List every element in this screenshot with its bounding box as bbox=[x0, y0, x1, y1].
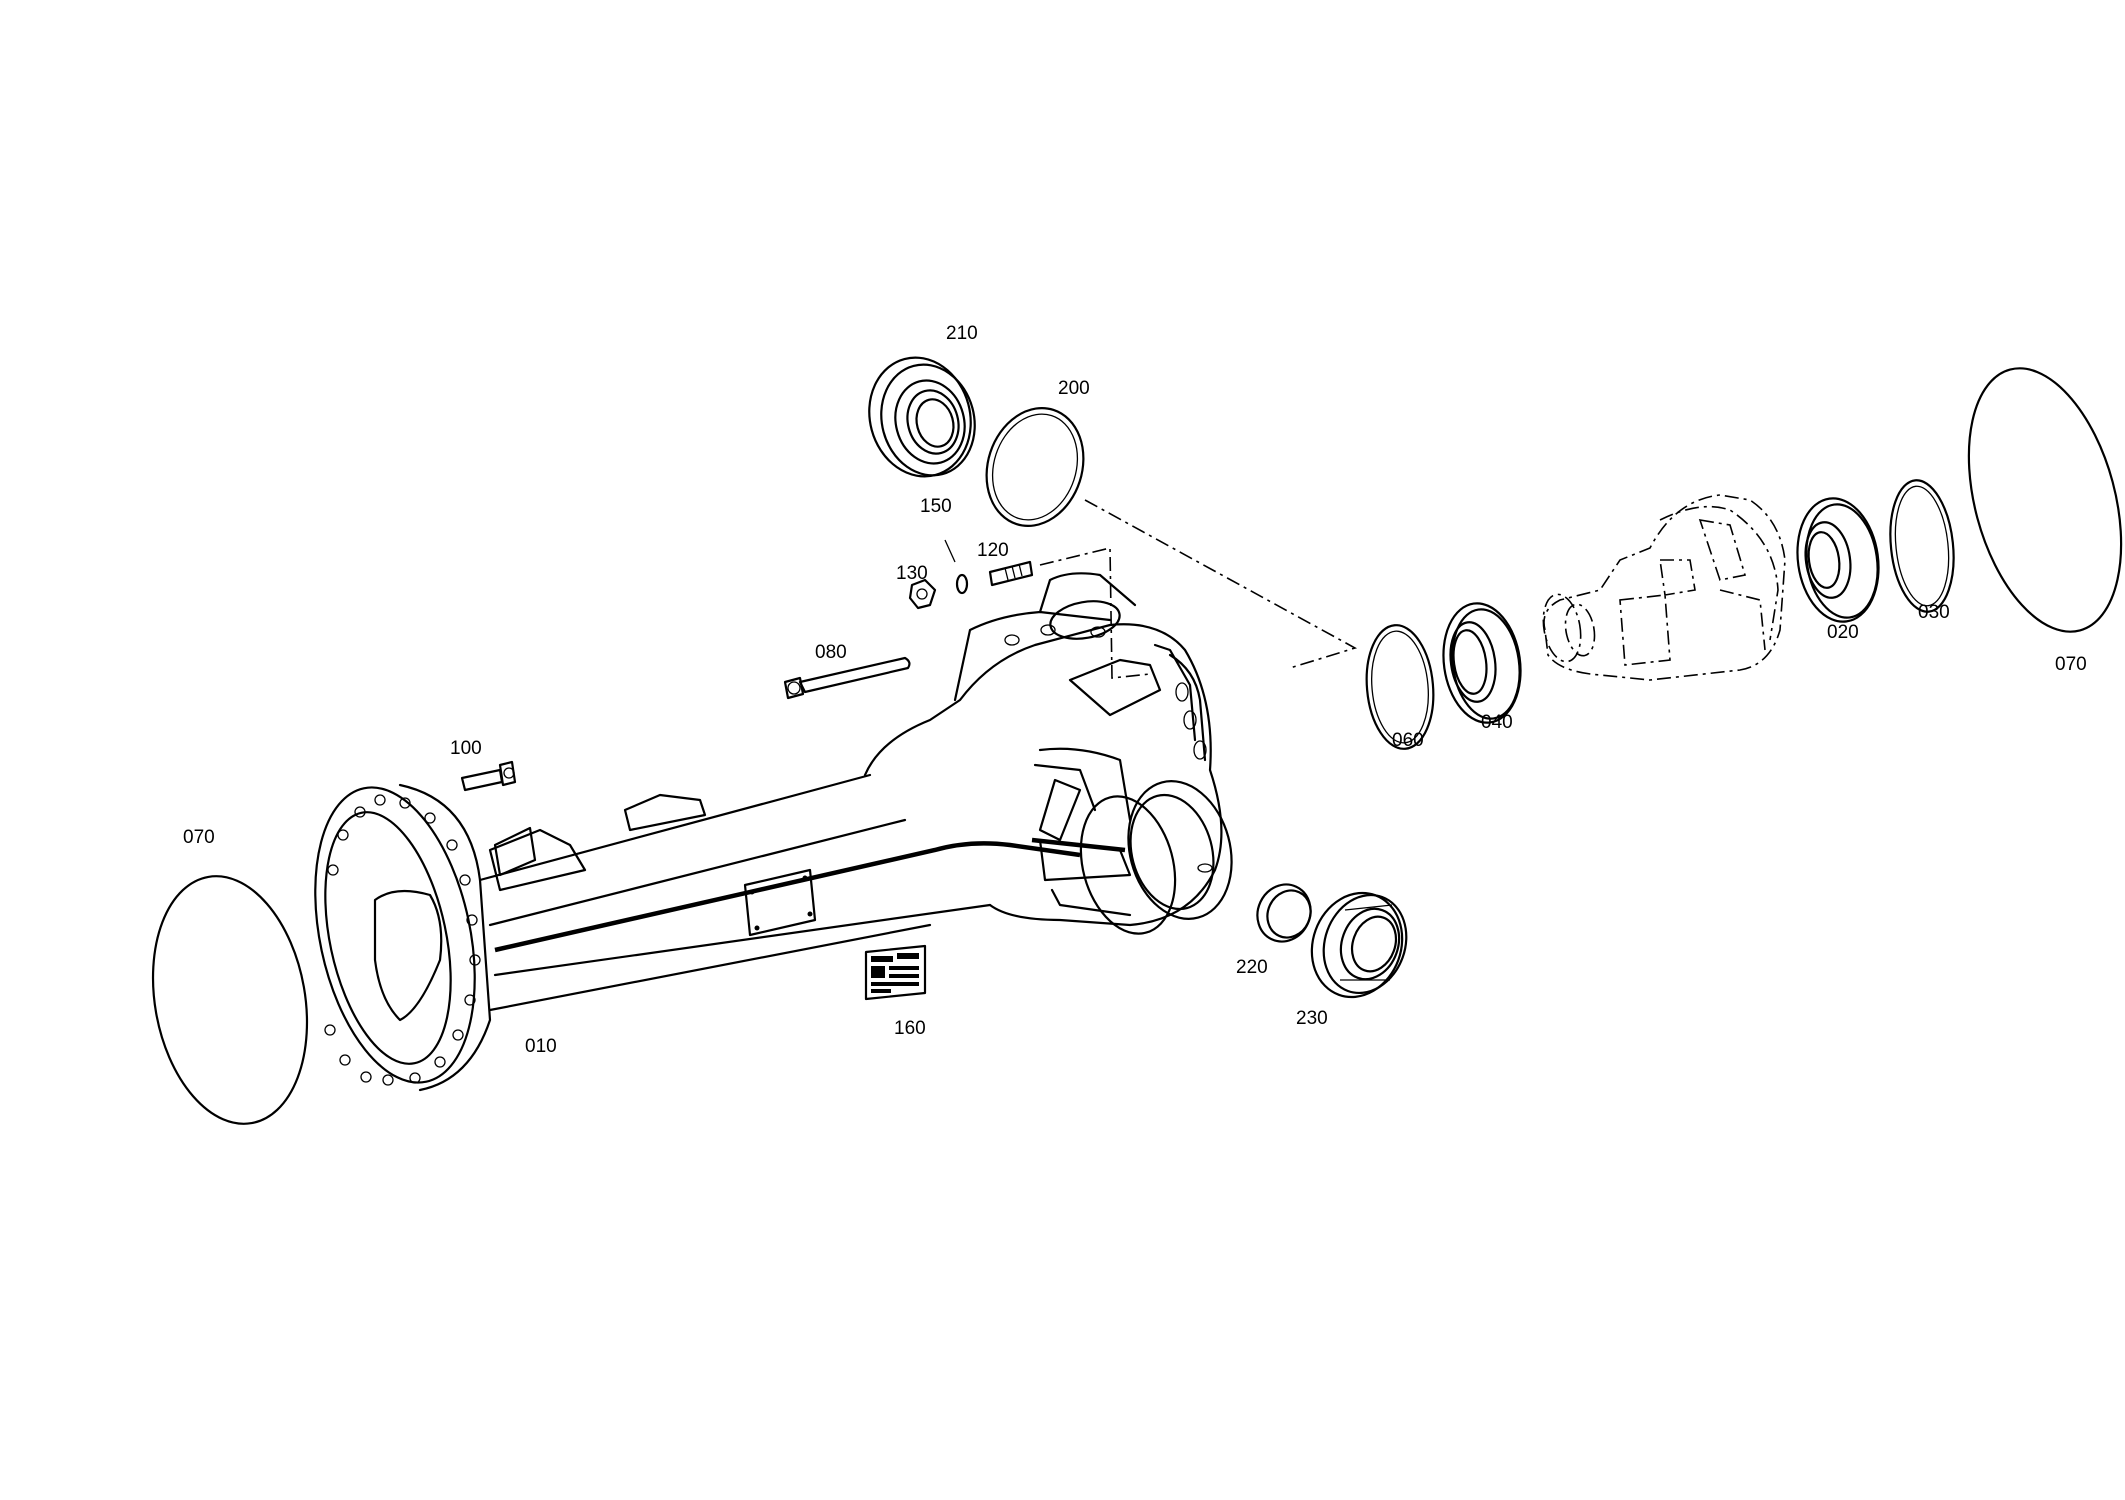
part-020-bearing bbox=[1796, 497, 1880, 623]
callout-230: 230 bbox=[1296, 1008, 1328, 1029]
part-070-left-oring bbox=[151, 875, 309, 1125]
callout-220: 220 bbox=[1236, 957, 1268, 978]
part-080-long-bolt bbox=[783, 656, 911, 700]
callout-040: 040 bbox=[1481, 712, 1513, 733]
callout-030: 030 bbox=[1918, 602, 1950, 623]
part-060-ring bbox=[1365, 624, 1435, 750]
callout-150: 150 bbox=[920, 496, 952, 517]
callout-060: 060 bbox=[1392, 730, 1424, 751]
part-010-axle-housing bbox=[314, 572, 1233, 1092]
part-130-nut bbox=[908, 578, 937, 610]
callout-200: 200 bbox=[1058, 378, 1090, 399]
callout-080: 080 bbox=[815, 642, 847, 663]
part-120-stud bbox=[988, 560, 1034, 587]
callout-130: 130 bbox=[896, 563, 928, 584]
part-030-ring bbox=[1889, 479, 1955, 613]
assembly-lines bbox=[1039, 499, 1358, 679]
callout-100: 100 bbox=[450, 738, 482, 759]
part-210-bearing bbox=[868, 356, 976, 478]
part-100-bolt bbox=[460, 760, 517, 792]
callout-070-right: 070 bbox=[2055, 654, 2087, 675]
flange-bolt-holes bbox=[324, 794, 481, 1086]
part-160-type-plate bbox=[864, 944, 927, 1001]
callout-020: 020 bbox=[1827, 622, 1859, 643]
callout-010: 010 bbox=[525, 1036, 557, 1057]
callout-070-left: 070 bbox=[183, 827, 215, 848]
callout-160: 160 bbox=[894, 1018, 926, 1039]
callout-labels: 010 020 030 040 060 070 070 080 100 120 … bbox=[183, 323, 2087, 1057]
part-200-ring bbox=[985, 407, 1085, 527]
differential-assembly bbox=[1542, 494, 1786, 681]
part-230-bearing bbox=[1310, 891, 1408, 999]
part-220-ring bbox=[1256, 883, 1312, 943]
callout-210: 210 bbox=[946, 323, 978, 344]
part-040-bearing bbox=[1442, 602, 1522, 724]
callout-120: 120 bbox=[977, 540, 1009, 561]
part-150-washer bbox=[944, 539, 969, 595]
part-070-right-oring bbox=[1967, 367, 2123, 633]
